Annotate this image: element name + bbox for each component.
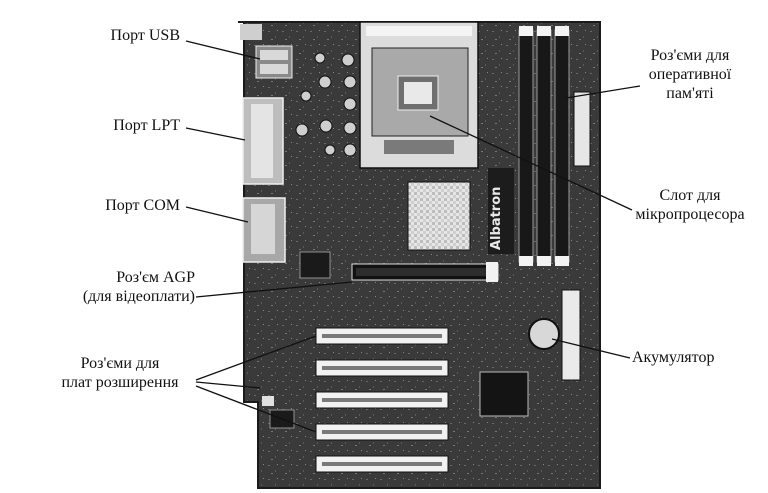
label-agp-line2: (для відеоплати) [82,288,195,305]
leader-pci-1 [195,335,317,381]
leader-ram [565,85,641,99]
label-agp-slot: Роз'єм AGP (для відеоплати) [30,268,195,306]
cpu-socket [359,21,479,169]
capacitors [295,52,357,157]
leader-usb [185,40,261,60]
label-expansion-slots: Роз'єми для плат розширення [30,354,210,392]
label-com-port: Порт COM [105,197,180,214]
battery [528,318,560,350]
ram-slots [518,26,570,266]
label-ram-line1: Роз'єми для [650,47,730,64]
leader-cpu [429,115,633,211]
back-panel [240,24,293,263]
leader-pci-2 [195,381,261,389]
power-connector [573,91,591,167]
label-agp-line1: Роз'єм AGP [116,269,195,286]
label-cpu-line2: мікропроцесора [635,206,745,223]
leader-agp [195,281,353,298]
label-ram-line2: оперативної [648,66,732,83]
leader-com [185,206,249,223]
ide-connector [561,289,581,381]
label-pci-line2: плат розширення [61,374,179,391]
southbridge-chip [479,371,529,417]
label-ram-slots: Роз'єми для оперативної пам'яті [620,46,760,103]
label-usb-port: Порт USB [110,27,180,44]
board-brand-text: Albatron [489,187,504,250]
label-cpu-socket: Слот для мікропроцесора [620,186,760,224]
label-ram-line3: пам'яті [666,85,714,102]
leader-lines [185,40,641,433]
chipset-heatsink [407,181,471,251]
leader-battery [551,338,631,359]
label-pci-line1: Роз'єми для [80,355,160,372]
label-lpt-port: Порт LPT [113,117,180,134]
label-cpu-line1: Слот для [659,187,721,204]
agp-slot [351,262,499,282]
leader-pci-3 [195,385,317,433]
label-battery: Акумулятор [632,349,715,366]
leader-lpt [185,127,246,141]
